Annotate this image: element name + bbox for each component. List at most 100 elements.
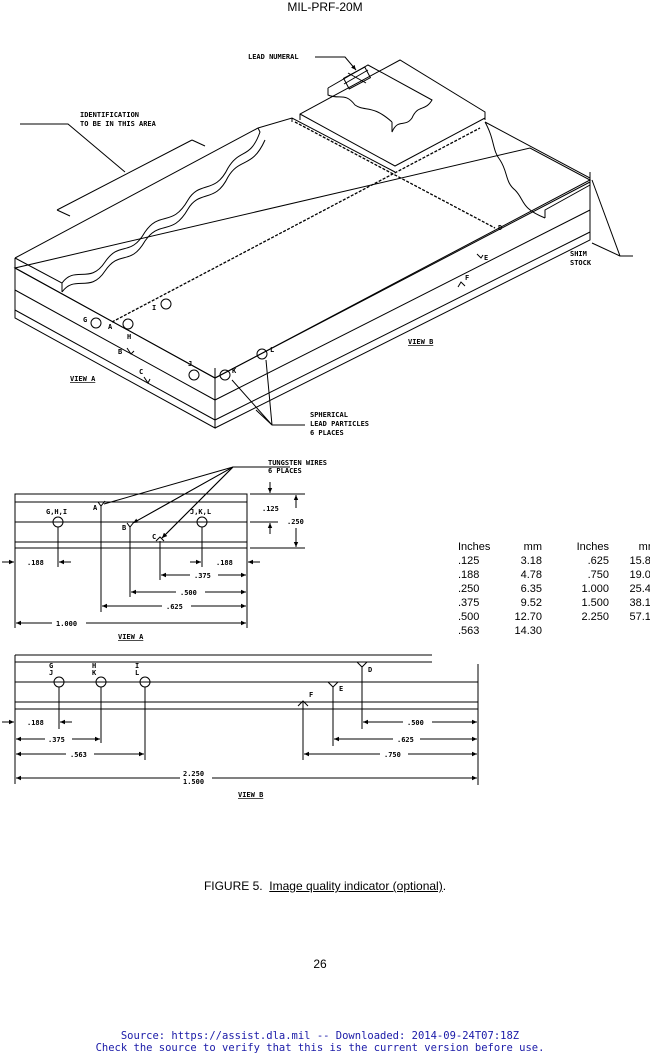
caption-prefix: FIGURE 5. <box>203 879 270 893</box>
drawing-label: .250 <box>287 518 304 526</box>
identification-label: IDENTIFICATION <box>80 111 139 119</box>
groove-long <box>111 127 481 323</box>
drawing-label: .188 <box>27 719 44 727</box>
table-cell: 3.18 <box>520 555 542 567</box>
drawing-label: .125 <box>262 505 279 513</box>
identification-extent <box>56 139 206 217</box>
table-cell: 25.40 <box>629 583 650 595</box>
table-cell: 1.500 <box>581 597 609 609</box>
caption-title: Image quality indicator (optional) <box>269 879 443 893</box>
drawing-label: 6 PLACES <box>268 467 302 475</box>
figure-drawing: G A H I B C J K L D E F LEAD NUMERAL IDE… <box>2 53 633 799</box>
table-cell: .750 <box>587 569 609 581</box>
table-header-row: Inches mm Inches mm <box>452 540 650 554</box>
table-cell: .125 <box>458 555 480 567</box>
lead-numeral-x <box>343 69 369 85</box>
block-right-face <box>214 172 591 429</box>
spherical-label-2: LEAD PARTICLES <box>310 420 369 428</box>
table-cell: 2.250 <box>581 611 609 623</box>
table-cell: .250 <box>458 583 480 595</box>
drawing-label: J,K,L <box>190 508 211 516</box>
table-cell: 12.70 <box>514 611 542 623</box>
table-cell <box>542 624 609 638</box>
groove-short <box>294 121 496 229</box>
drawing-label: K <box>92 669 97 677</box>
page-number: 26 <box>313 957 327 971</box>
figure-caption: FIGURE 5. Image quality indicator (optio… <box>0 879 650 893</box>
table-cell: 4.78 <box>520 569 542 581</box>
drawing-label: .188 <box>216 559 233 567</box>
table-cell: 57.15 <box>629 611 650 623</box>
drawing-label: 1.000 <box>56 620 77 628</box>
table-cell: 9.52 <box>520 597 542 609</box>
drawing-label: B <box>122 524 126 532</box>
spherical-label: SPHERICAL <box>310 411 348 419</box>
table-cell: .563 <box>458 625 480 637</box>
header-inches: Inches <box>458 541 491 553</box>
footer-line-1: Source: https://assist.dla.mil -- Downlo… <box>120 1030 520 1042</box>
drawing-label: H <box>127 333 131 341</box>
drawing-label: 1.500 <box>183 778 204 786</box>
drawing-label: C <box>139 368 143 376</box>
drawing-label: G,H,I <box>46 508 67 516</box>
drawing-label: F <box>465 274 469 282</box>
block-back-edge <box>257 117 396 173</box>
table-cell: 19.05 <box>629 569 650 581</box>
drawing-label: .375 <box>194 572 211 580</box>
point-labels: G A H I B C J K L D E F <box>83 224 502 376</box>
drawing-label: G <box>83 316 87 324</box>
caption-suffix: . <box>442 879 447 893</box>
drawing-label: TUNGSTEN WIRES <box>268 459 327 467</box>
drawing-label: C <box>152 533 156 541</box>
lead-numeral-box <box>342 66 372 90</box>
block-top-face <box>13 147 592 379</box>
drawing-label: .625 <box>166 603 183 611</box>
table-row: .250 6.35 1.000 25.40 <box>452 582 650 596</box>
shim-leader <box>591 179 633 257</box>
shim-label: SHIM <box>570 250 587 258</box>
table-cell: 38.10 <box>629 597 650 609</box>
source-footer: Source: https://assist.dla.mil -- Downlo… <box>0 1030 640 1054</box>
drawing-label: .375 <box>48 736 65 744</box>
lead-numeral-plate <box>299 59 486 167</box>
drawing-label: B <box>118 348 122 356</box>
drawing-label: L <box>270 346 274 354</box>
drawing-label: J <box>49 669 53 677</box>
drawing-label: .188 <box>27 559 44 567</box>
table-cell: 6.35 <box>520 583 542 595</box>
iso-view-a-label: VIEW A <box>70 375 96 383</box>
lead-particles <box>90 298 268 381</box>
drawing-label: F <box>309 691 313 699</box>
drawing-label: .500 <box>180 589 197 597</box>
drawing-label: K <box>232 367 237 375</box>
drawing-label: E <box>484 254 488 262</box>
table-cell <box>609 624 650 638</box>
header-inches-2: Inches <box>576 541 609 553</box>
drawing-label: D <box>498 224 502 232</box>
drawing-label: D <box>368 666 372 674</box>
lead-numeral-label: LEAD NUMERAL <box>248 53 299 61</box>
drawing-label: L <box>135 669 139 677</box>
drawing-label: .750 <box>384 751 401 759</box>
drawing-label: .625 <box>397 736 414 744</box>
drawing-label: J <box>188 360 192 368</box>
isometric-view: G A H I B C J K L D E F LEAD NUMERAL IDE… <box>13 53 633 437</box>
identification-leader <box>20 123 126 173</box>
header-mm: mm <box>523 541 542 553</box>
block-left-face <box>14 258 216 429</box>
drawing-label: .500 <box>407 719 424 727</box>
shim-label-2: STOCK <box>570 259 592 267</box>
drawing-label: I <box>135 662 139 670</box>
table-cell: 14.30 <box>514 625 542 637</box>
view-a-title: VIEW A <box>118 633 144 641</box>
table-cell: 1.000 <box>581 583 609 595</box>
right-shim-plate <box>484 121 591 219</box>
table-row: .563 14.30 <box>452 624 650 638</box>
spherical-label-3: 6 PLACES <box>310 429 344 437</box>
drawing-label: 2.250 <box>183 770 204 778</box>
identification-label-2: TO BE IN THIS AREA <box>80 120 157 128</box>
